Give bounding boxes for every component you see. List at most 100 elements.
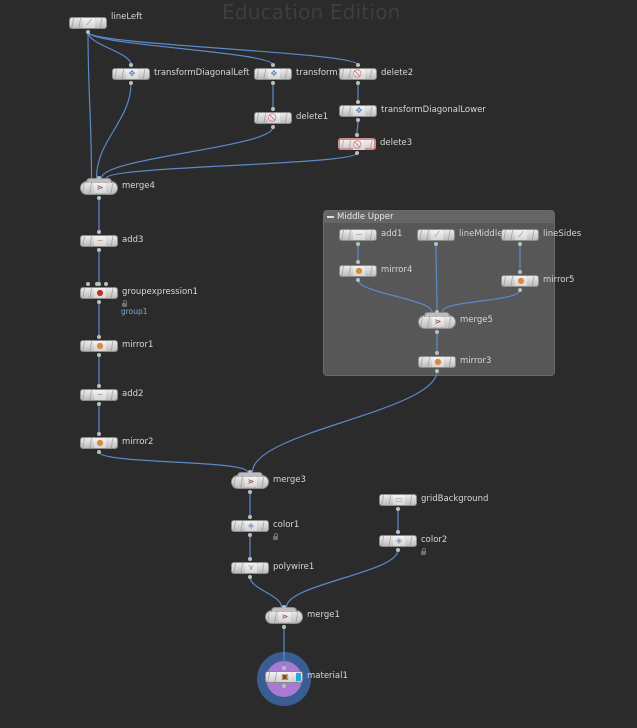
node-delete3[interactable]: ⃠ xyxy=(338,138,376,150)
input-connector[interactable] xyxy=(435,351,439,355)
node-polywire1[interactable]: ⋎ xyxy=(231,562,269,574)
node-label: lineLeft xyxy=(111,12,143,22)
node-add2[interactable]: ∼ xyxy=(80,389,118,401)
display-flag[interactable] xyxy=(296,673,301,681)
input-connector[interactable] xyxy=(356,63,360,67)
node-delete1[interactable]: ⃠ xyxy=(254,112,292,124)
input-connector[interactable] xyxy=(97,282,101,286)
node-transform1[interactable]: ✥ xyxy=(254,68,292,80)
input-connector[interactable] xyxy=(282,605,286,609)
output-connector[interactable] xyxy=(435,330,439,334)
node-mirror2[interactable]: ● xyxy=(80,437,118,449)
node-mirror5[interactable]: ● xyxy=(501,275,539,287)
input-connector[interactable] xyxy=(356,260,360,264)
wire-lineLeft-to-merge4[interactable] xyxy=(87,31,93,179)
node-lineMiddle[interactable]: ⟋ xyxy=(417,229,455,241)
node-mirror1[interactable]: ● xyxy=(80,340,118,352)
wire-color2-to-merge1[interactable] xyxy=(285,549,399,608)
output-connector[interactable] xyxy=(434,242,438,246)
output-connector[interactable] xyxy=(97,402,101,406)
node-merge1[interactable]: ⋗ xyxy=(265,607,303,624)
output-connector[interactable] xyxy=(97,353,101,357)
output-connector[interactable] xyxy=(271,81,275,85)
wire-mirror2-to-merge3[interactable] xyxy=(98,451,249,473)
output-connector[interactable] xyxy=(282,625,286,629)
wire-delete1-to-merge4[interactable] xyxy=(100,126,274,179)
wire-lineLeft-to-transformDiagonalLeft[interactable] xyxy=(87,31,132,66)
output-connector[interactable] xyxy=(355,151,359,155)
output-connector[interactable] xyxy=(248,490,252,494)
node-merge5[interactable]: ⋗ xyxy=(418,312,456,329)
node-color2[interactable]: ◈ xyxy=(379,535,417,547)
input-connector[interactable] xyxy=(86,282,90,286)
output-connector[interactable] xyxy=(435,369,439,373)
node-mirror4[interactable]: ● xyxy=(339,265,377,277)
network-box-header[interactable]: Middle Upper xyxy=(324,211,554,223)
input-connector[interactable] xyxy=(129,63,133,67)
transform-icon: ✥ xyxy=(268,69,280,79)
output-connector[interactable] xyxy=(282,684,286,688)
wire-lineLeft-to-delete2[interactable] xyxy=(87,31,359,66)
output-connector[interactable] xyxy=(86,30,90,34)
node-groupexpression1[interactable]: ● xyxy=(80,287,118,299)
output-connector[interactable] xyxy=(518,242,522,246)
merge-icon: ⋗ xyxy=(432,317,444,327)
input-connector[interactable] xyxy=(248,515,252,519)
output-connector[interactable] xyxy=(248,533,252,537)
output-connector[interactable] xyxy=(356,242,360,246)
lock-icon xyxy=(122,300,127,307)
node-transformDiagonalLeft[interactable]: ✥ xyxy=(112,68,150,80)
node-gridBackground[interactable]: ▭ xyxy=(379,494,417,506)
wire-mirror3-to-merge3[interactable] xyxy=(251,370,438,473)
output-connector[interactable] xyxy=(356,118,360,122)
input-connector[interactable] xyxy=(97,384,101,388)
input-connector[interactable] xyxy=(271,63,275,67)
minus-icon[interactable] xyxy=(327,216,334,218)
output-connector[interactable] xyxy=(518,288,522,292)
input-connector[interactable] xyxy=(396,530,400,534)
output-connector[interactable] xyxy=(248,575,252,579)
input-connector[interactable] xyxy=(435,310,439,314)
output-connector[interactable] xyxy=(396,507,400,511)
input-connector[interactable] xyxy=(271,107,275,111)
wire-lineLeft-to-transform1[interactable] xyxy=(87,31,274,66)
input-connector[interactable] xyxy=(518,270,522,274)
output-connector[interactable] xyxy=(356,278,360,282)
node-mirror3[interactable]: ● xyxy=(418,356,456,368)
output-connector[interactable] xyxy=(356,81,360,85)
input-connector[interactable] xyxy=(95,282,99,286)
output-connector[interactable] xyxy=(97,450,101,454)
node-add3[interactable]: ∼ xyxy=(80,235,118,247)
input-connector[interactable] xyxy=(97,335,101,339)
node-delete2[interactable]: ⃠ xyxy=(339,68,377,80)
wire-delete3-to-merge4[interactable] xyxy=(105,152,358,179)
input-connector[interactable] xyxy=(97,432,101,436)
input-connector[interactable] xyxy=(355,133,359,137)
node-add1[interactable]: ∼ xyxy=(339,229,377,241)
node-lineLeft[interactable]: ⟋ xyxy=(69,17,107,29)
input-connector[interactable] xyxy=(248,470,252,474)
input-connector[interactable] xyxy=(97,230,101,234)
input-connector[interactable] xyxy=(282,666,286,670)
output-connector[interactable] xyxy=(129,81,133,85)
node-label: material1 xyxy=(307,671,348,681)
input-connector[interactable] xyxy=(104,282,108,286)
wire-polywire1-to-merge1[interactable] xyxy=(249,576,283,608)
node-label: mirror2 xyxy=(122,437,154,447)
input-connector[interactable] xyxy=(248,557,252,561)
wire-transformDiagonalLeft-to-merge4[interactable] xyxy=(95,82,132,179)
input-connector[interactable] xyxy=(97,176,101,180)
node-color1[interactable]: ◈ xyxy=(231,520,269,532)
node-lineSides[interactable]: ⟋ xyxy=(501,229,539,241)
output-connector[interactable] xyxy=(396,548,400,552)
node-material1[interactable]: ▣ xyxy=(265,671,303,683)
output-connector[interactable] xyxy=(97,300,101,304)
node-merge4[interactable]: ⋗ xyxy=(80,178,118,195)
input-connector[interactable] xyxy=(356,100,360,104)
node-transformDiagonalLower[interactable]: ✥ xyxy=(339,105,377,117)
output-connector[interactable] xyxy=(97,196,101,200)
output-connector[interactable] xyxy=(97,248,101,252)
output-connector[interactable] xyxy=(271,125,275,129)
delete-icon: ⃠ xyxy=(268,113,280,123)
node-merge3[interactable]: ⋗ xyxy=(231,472,269,489)
